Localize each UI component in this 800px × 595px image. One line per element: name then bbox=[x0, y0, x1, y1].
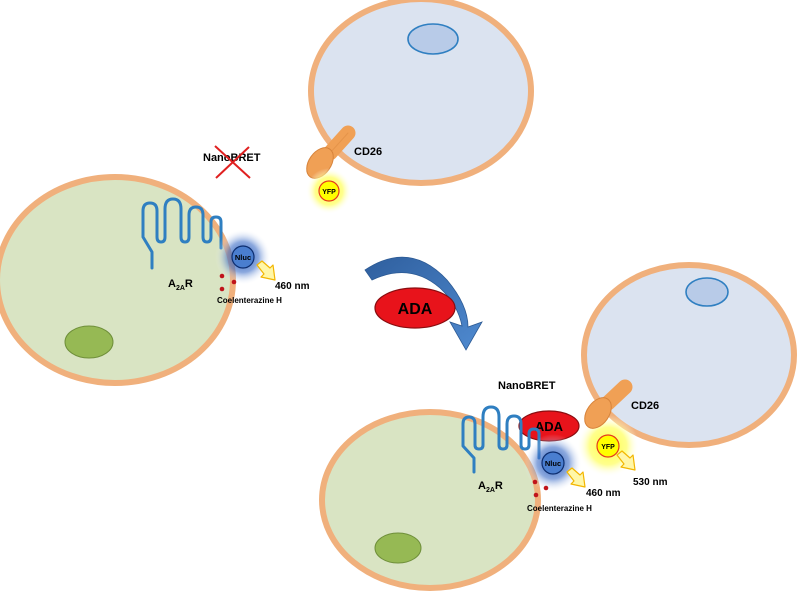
yfp-top bbox=[306, 168, 352, 214]
bottom-green-cell bbox=[319, 409, 541, 591]
emission-arrow-530 bbox=[616, 450, 636, 471]
cross-out-icon bbox=[214, 145, 251, 179]
nm460-label-left: 460 nm bbox=[275, 281, 310, 292]
cd26-label-bottom: CD26 bbox=[631, 400, 659, 412]
cd26-bottom bbox=[584, 379, 633, 429]
nluc-left bbox=[215, 229, 271, 285]
coelenterazine-dots-left bbox=[219, 273, 237, 292]
emission-arrow-460-left bbox=[256, 260, 276, 281]
transition-arrow bbox=[364, 256, 483, 351]
cd26-label-top: CD26 bbox=[354, 146, 382, 158]
nluc-label-bottom: Nluc bbox=[545, 459, 561, 468]
yfp-label-top: YFP bbox=[322, 189, 336, 196]
bottom-blue-nucleus bbox=[685, 277, 729, 307]
a2ar-receptor-bottom bbox=[461, 405, 541, 474]
nanobret-label: NanoBRET bbox=[498, 380, 556, 392]
left-green-nucleus bbox=[64, 325, 114, 359]
nm530-label: 530 nm bbox=[633, 477, 668, 488]
coelenterazine-dots-bottom bbox=[532, 479, 549, 498]
top-blue-cell bbox=[308, 0, 534, 186]
coelenterazine-label-bottom: Coelenterazine H bbox=[527, 504, 592, 513]
nluc-label-left: Nluc bbox=[235, 253, 251, 262]
coelenterazine-label-left: Coelenterazine H bbox=[217, 296, 282, 305]
top-blue-nucleus bbox=[407, 23, 459, 55]
nm460-label-bottom: 460 nm bbox=[586, 488, 621, 499]
a2ar-label-bottom: A2AR bbox=[478, 480, 503, 494]
yfp-label-bottom: YFP bbox=[601, 444, 615, 451]
emission-arrow-460-bottom bbox=[566, 467, 586, 488]
nluc-bottom bbox=[524, 434, 582, 492]
ada-label-middle: ADA bbox=[398, 301, 433, 318]
a2ar-label-left: A2AR bbox=[168, 278, 193, 292]
bottom-right-blue-cell bbox=[581, 262, 797, 448]
nanobret-crossed-label: NanoBRET bbox=[203, 152, 261, 164]
ada-label-bottom: ADA bbox=[535, 419, 564, 434]
a2ar-receptor-left bbox=[141, 197, 223, 270]
bottom-green-nucleus bbox=[374, 532, 422, 564]
ada-enzyme-middle bbox=[374, 287, 456, 329]
